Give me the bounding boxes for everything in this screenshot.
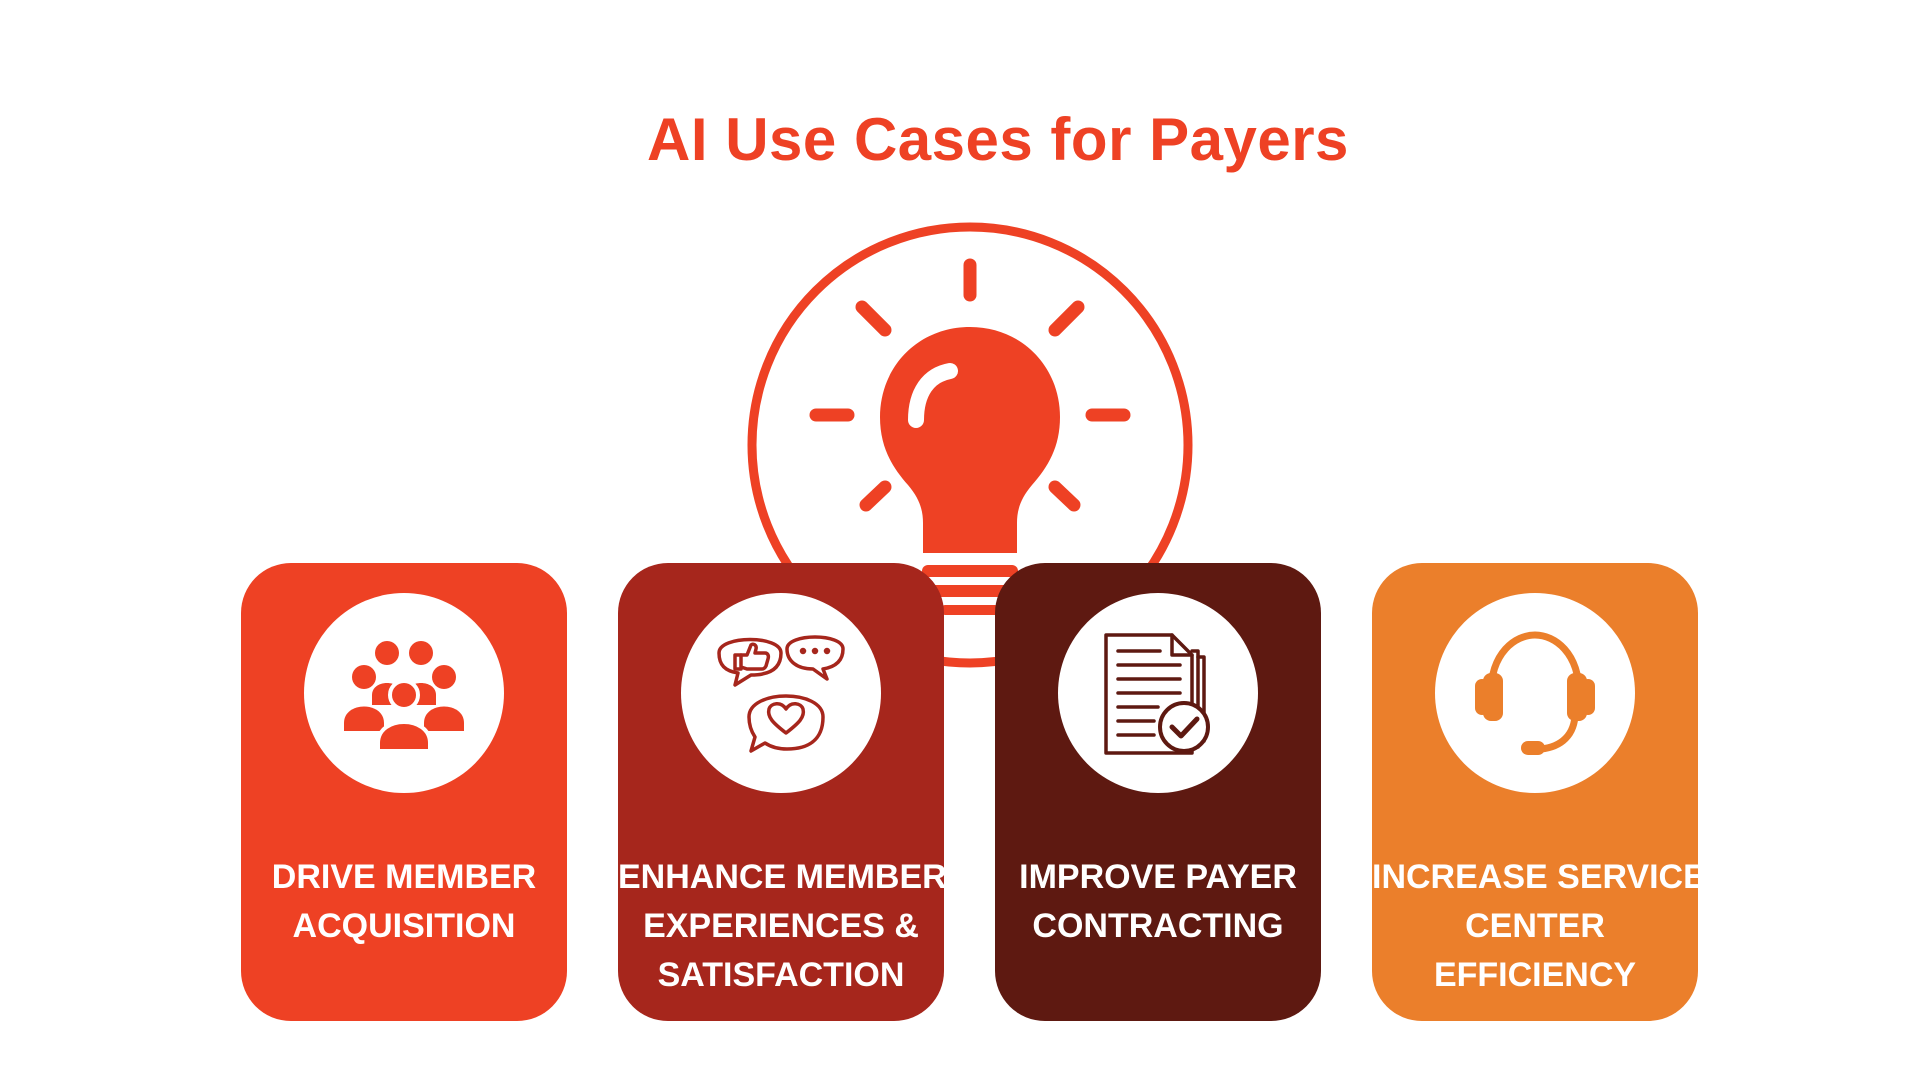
chat-bubbles-feedback-icon [717, 635, 845, 753]
card-label: INCREASE SERVICE CENTER EFFICIENCY [1372, 858, 1706, 994]
icon-circle [1435, 593, 1635, 793]
page-title: AI Use Cases for Payers [647, 106, 1349, 173]
icon-circle [681, 593, 881, 793]
document-checkmark-icon [1104, 633, 1210, 755]
card-improve-payer-contracting: IMPROVE PAYER CONTRACTING [995, 563, 1321, 1021]
card-label: DRIVE MEMBER ACQUISITION [271, 858, 537, 945]
card-label: ENHANCE MEMBER EXPERIENCES & SATISFACTIO… [618, 858, 947, 994]
headset-icon [1475, 631, 1595, 755]
group-of-people-icon [344, 641, 464, 753]
card-increase-service-center-efficiency: INCREASE SERVICE CENTER EFFICIENCY [1372, 563, 1706, 1021]
card-label: IMPROVE PAYER CONTRACTING [1019, 858, 1297, 945]
icon-circle [304, 593, 504, 793]
card-enhance-member-experiences: ENHANCE MEMBER EXPERIENCES & SATISFACTIO… [618, 563, 947, 1021]
lightbulb-icon [747, 222, 1193, 668]
icon-circle [1058, 593, 1258, 793]
card-drive-member-acquisition: DRIVE MEMBER ACQUISITION [241, 563, 567, 1021]
